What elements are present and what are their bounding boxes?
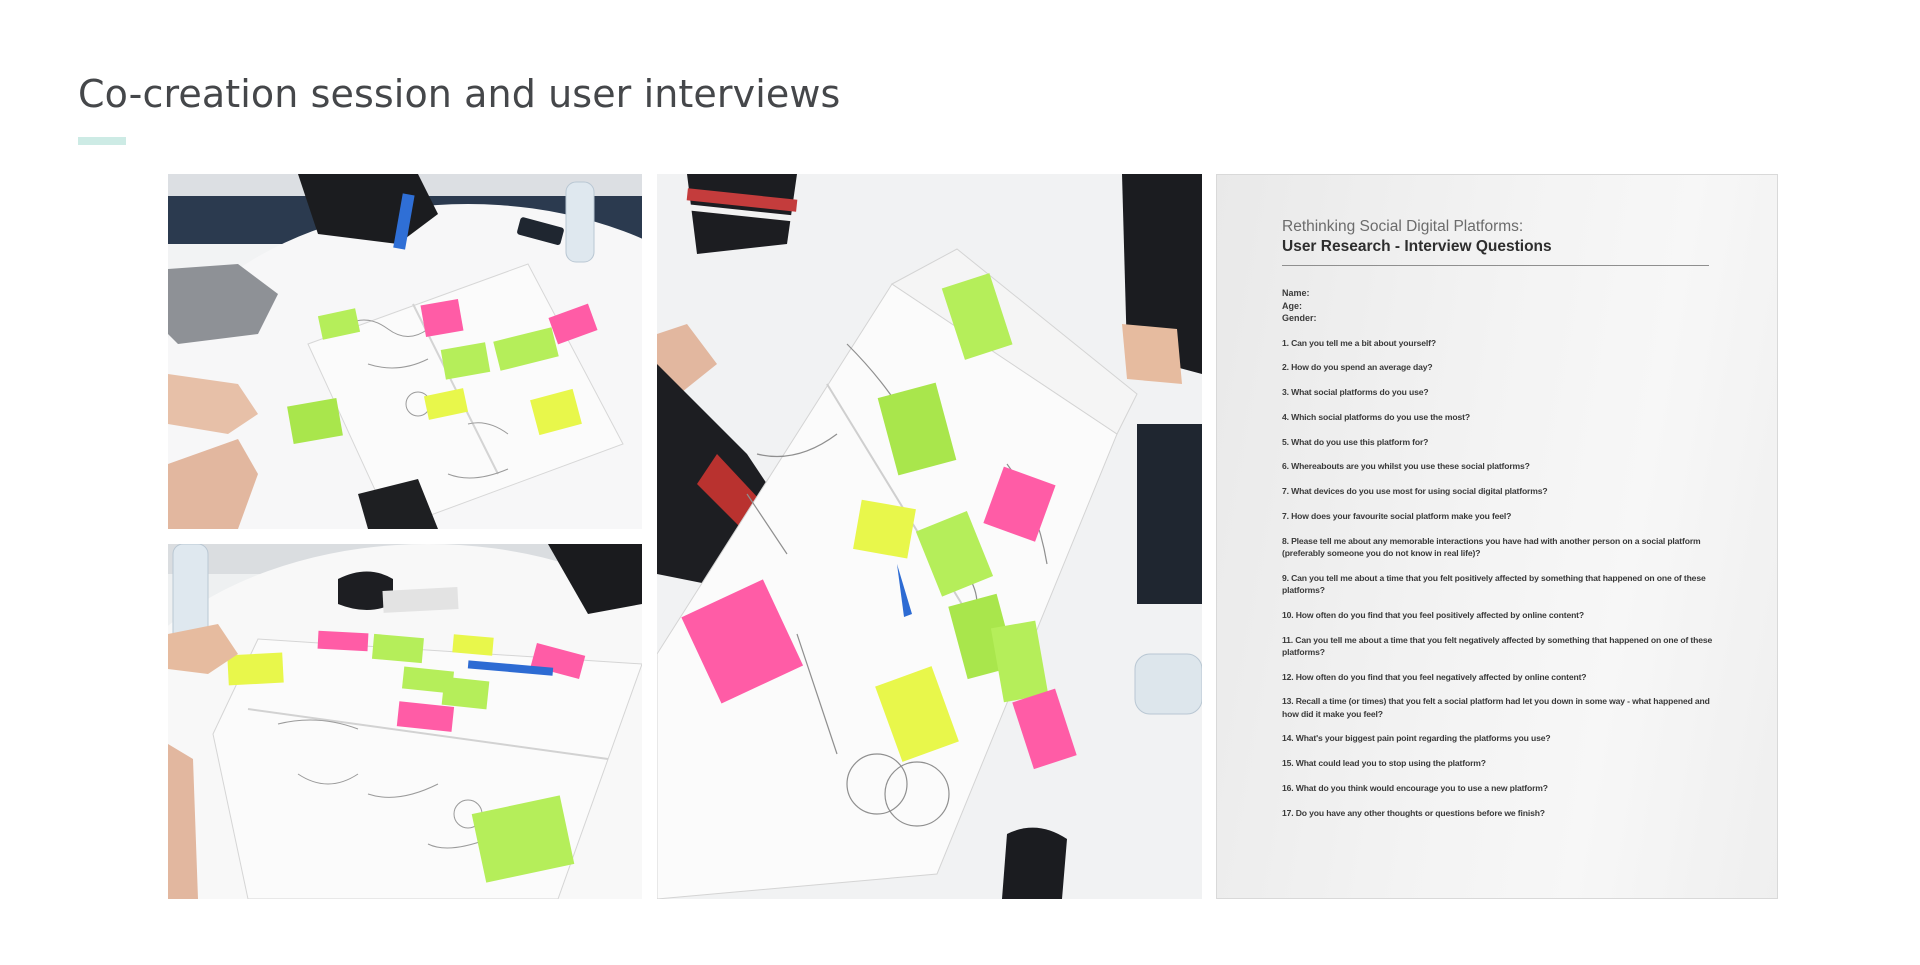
question-item: 2. How do you spend an average day? (1282, 362, 1433, 373)
question-item: 7. What devices do you use most for usin… (1282, 486, 1548, 497)
title-underline (78, 137, 126, 145)
interview-questions-sheet: Rethinking Social Digital Platforms: Use… (1216, 174, 1778, 899)
question-list: 1. Can you tell me a bit about yourself?… (1282, 337, 1722, 820)
question-item: 13. Recall a time (or times) that you fe… (1282, 696, 1710, 719)
field-age: Age: (1282, 300, 1302, 311)
question-item: 9. Can you tell me about a time that you… (1282, 572, 1706, 596)
question-item: 6. Whereabouts are you whilst you use th… (1282, 461, 1530, 472)
sheet-divider (1282, 265, 1709, 266)
question-item: 16. What do you think would encourage yo… (1282, 783, 1548, 794)
question-item: 11. Can you tell me about a time that yo… (1282, 634, 1713, 657)
question-item: 7. How does your favourite social platfo… (1282, 511, 1512, 522)
photo-bottom-left (168, 544, 642, 899)
question-item: 14. What's your biggest pain point regar… (1282, 733, 1551, 744)
sheet-heading: Rethinking Social Digital Platforms: (1282, 218, 1524, 235)
question-item: 1. Can you tell me a bit about yourself? (1282, 337, 1436, 348)
photo-center (657, 174, 1202, 899)
question-item: 15. What could lead you to stop using th… (1282, 758, 1486, 769)
question-item: 3. What social platforms do you use? (1282, 387, 1429, 398)
question-item: 4. Which social platforms do you use the… (1282, 411, 1470, 422)
field-name: Name: (1282, 288, 1310, 298)
question-item: 10. How often do you find that you feel … (1282, 609, 1584, 620)
sheet-content: Rethinking Social Digital Platforms: Use… (1282, 217, 1722, 832)
question-item: 5. What do you use this platform for? (1282, 436, 1429, 447)
question-item: 12. How often do you find that you feel … (1282, 671, 1587, 682)
question-item: 8. Please tell me about any memorable in… (1282, 535, 1701, 559)
field-gender: Gender: (1282, 313, 1317, 323)
page-title: Co-creation session and user interviews (78, 72, 841, 116)
respondent-fields: Name: Age: Gender: (1282, 287, 1722, 325)
photo-top-left (168, 174, 642, 529)
sheet-subheading: User Research - Interview Questions (1282, 238, 1552, 255)
question-item: 17. Do you have any other thoughts or qu… (1282, 807, 1545, 818)
